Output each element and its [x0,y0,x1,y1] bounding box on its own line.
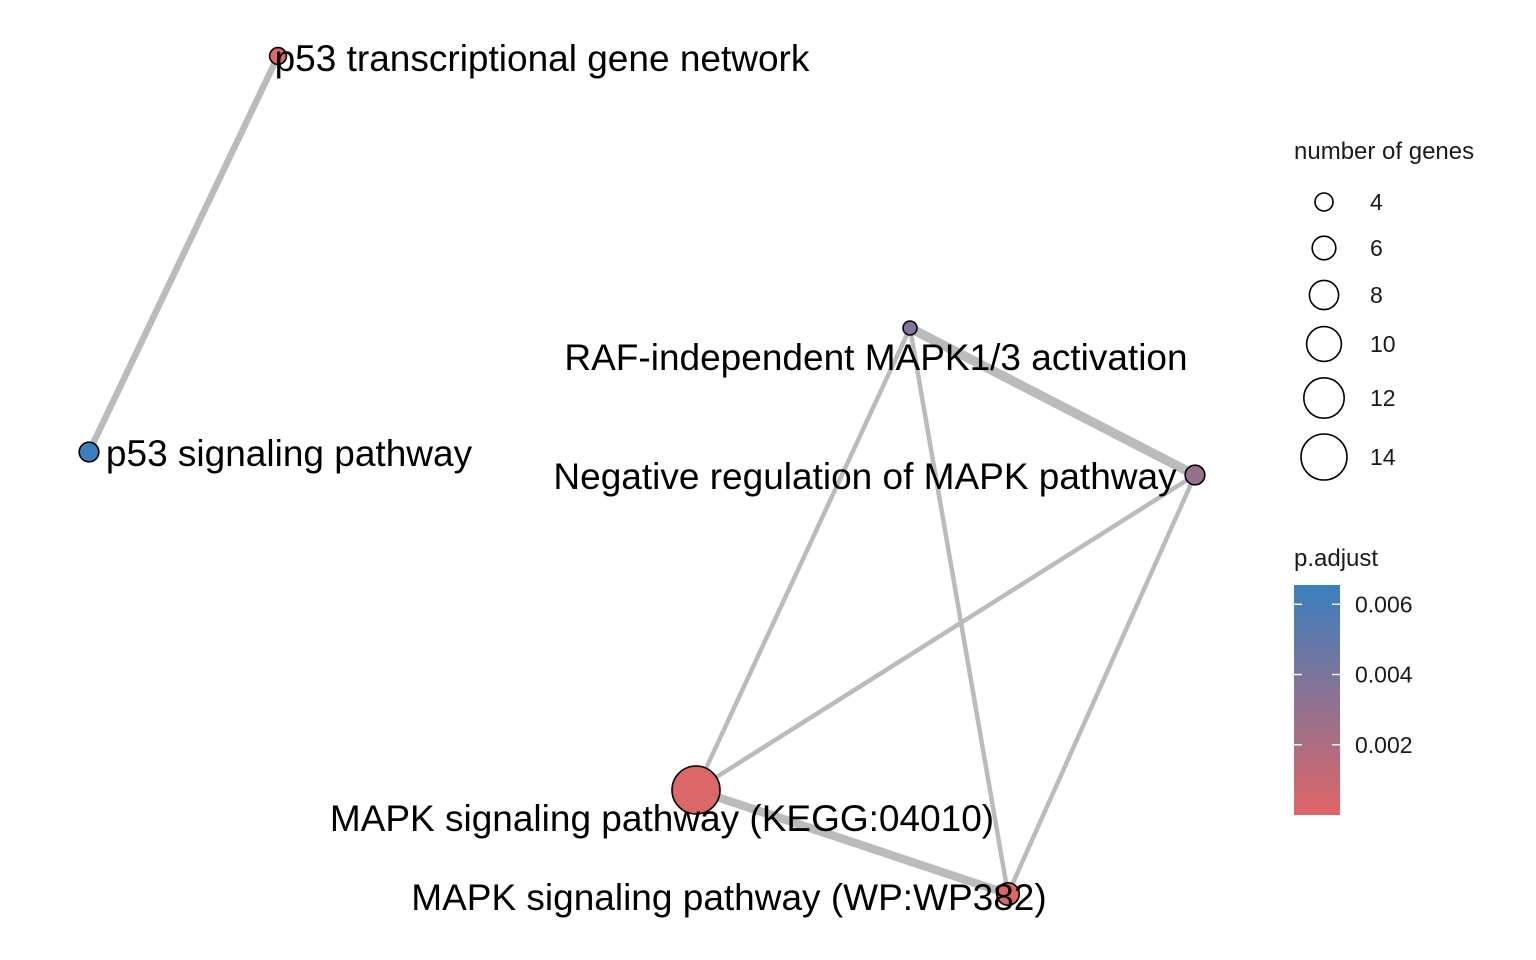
color-legend: p.adjust 0.006 0.004 0.002 [1294,545,1413,815]
edge-raf_mapk-neg_mapk [905,323,1200,480]
size-legend-label-8: 8 [1370,282,1383,308]
size-legend-key-6 [1311,235,1337,261]
edge-raf_mapk-wp_mapk [907,325,1011,897]
color-tick-label-0: 0.006 [1355,591,1413,617]
node-label-p53_sp: p53 signaling pathway [106,433,473,474]
size-legend-label-4: 4 [1370,189,1383,215]
size-legend-key-14 [1300,433,1348,481]
size-legend-key-4 [1314,192,1334,212]
size-legend-key-8 [1308,279,1340,311]
color-legend-title: p.adjust [1294,545,1378,572]
size-legend-title: number of genes [1294,138,1474,165]
color-legend-bar [1294,585,1340,815]
node-label-wp_mapk: MAPK signaling pathway (WP:WP382) [411,877,1046,918]
node-neg_mapk[interactable] [1184,464,1206,486]
node-p53_tgn[interactable] [268,46,288,66]
node-raf_mapk[interactable] [902,320,918,336]
labels-layer: p53 transcriptional gene network p53 sign… [106,38,1188,918]
size-legend-label-6: 6 [1370,235,1383,261]
node-p53_sp[interactable] [78,441,100,463]
edge-neg_mapk-kegg_mapk [693,472,1198,793]
size-legend-label-14: 14 [1370,444,1396,470]
node-label-kegg_mapk: MAPK signaling pathway (KEGG:04010) [330,798,994,839]
size-legend: number of genes 4 6 8 10 12 14 [1294,138,1474,481]
edge-p53_tgn-p53_sp [85,52,282,456]
nodes-layer [78,46,1206,907]
edges-layer [85,52,1200,899]
edge-neg_mapk-wp_mapk [1005,472,1198,897]
size-legend-label-10: 10 [1370,331,1396,357]
size-legend-key-10 [1305,325,1343,363]
edge-kegg_mapk-wp_mapk [691,785,1013,899]
node-wp_mapk[interactable] [995,881,1021,907]
size-legend-key-12 [1303,376,1346,419]
node-label-raf_mapk: RAF-independent MAPK1/3 activation [564,337,1187,378]
size-legend-label-12: 12 [1370,385,1396,411]
edge-raf_mapk-kegg_mapk [693,325,913,793]
node-label-neg_mapk: Negative regulation of MAPK pathway [553,456,1177,497]
color-tick-label-2: 0.002 [1355,732,1413,758]
node-label-p53_tgn: p53 transcriptional gene network [275,38,810,79]
node-kegg_mapk[interactable] [671,765,721,815]
color-legend-ticks: 0.006 0.004 0.002 [1294,591,1413,758]
color-tick-label-1: 0.004 [1355,662,1413,688]
size-legend-items: 4 6 8 10 12 14 [1300,189,1396,481]
